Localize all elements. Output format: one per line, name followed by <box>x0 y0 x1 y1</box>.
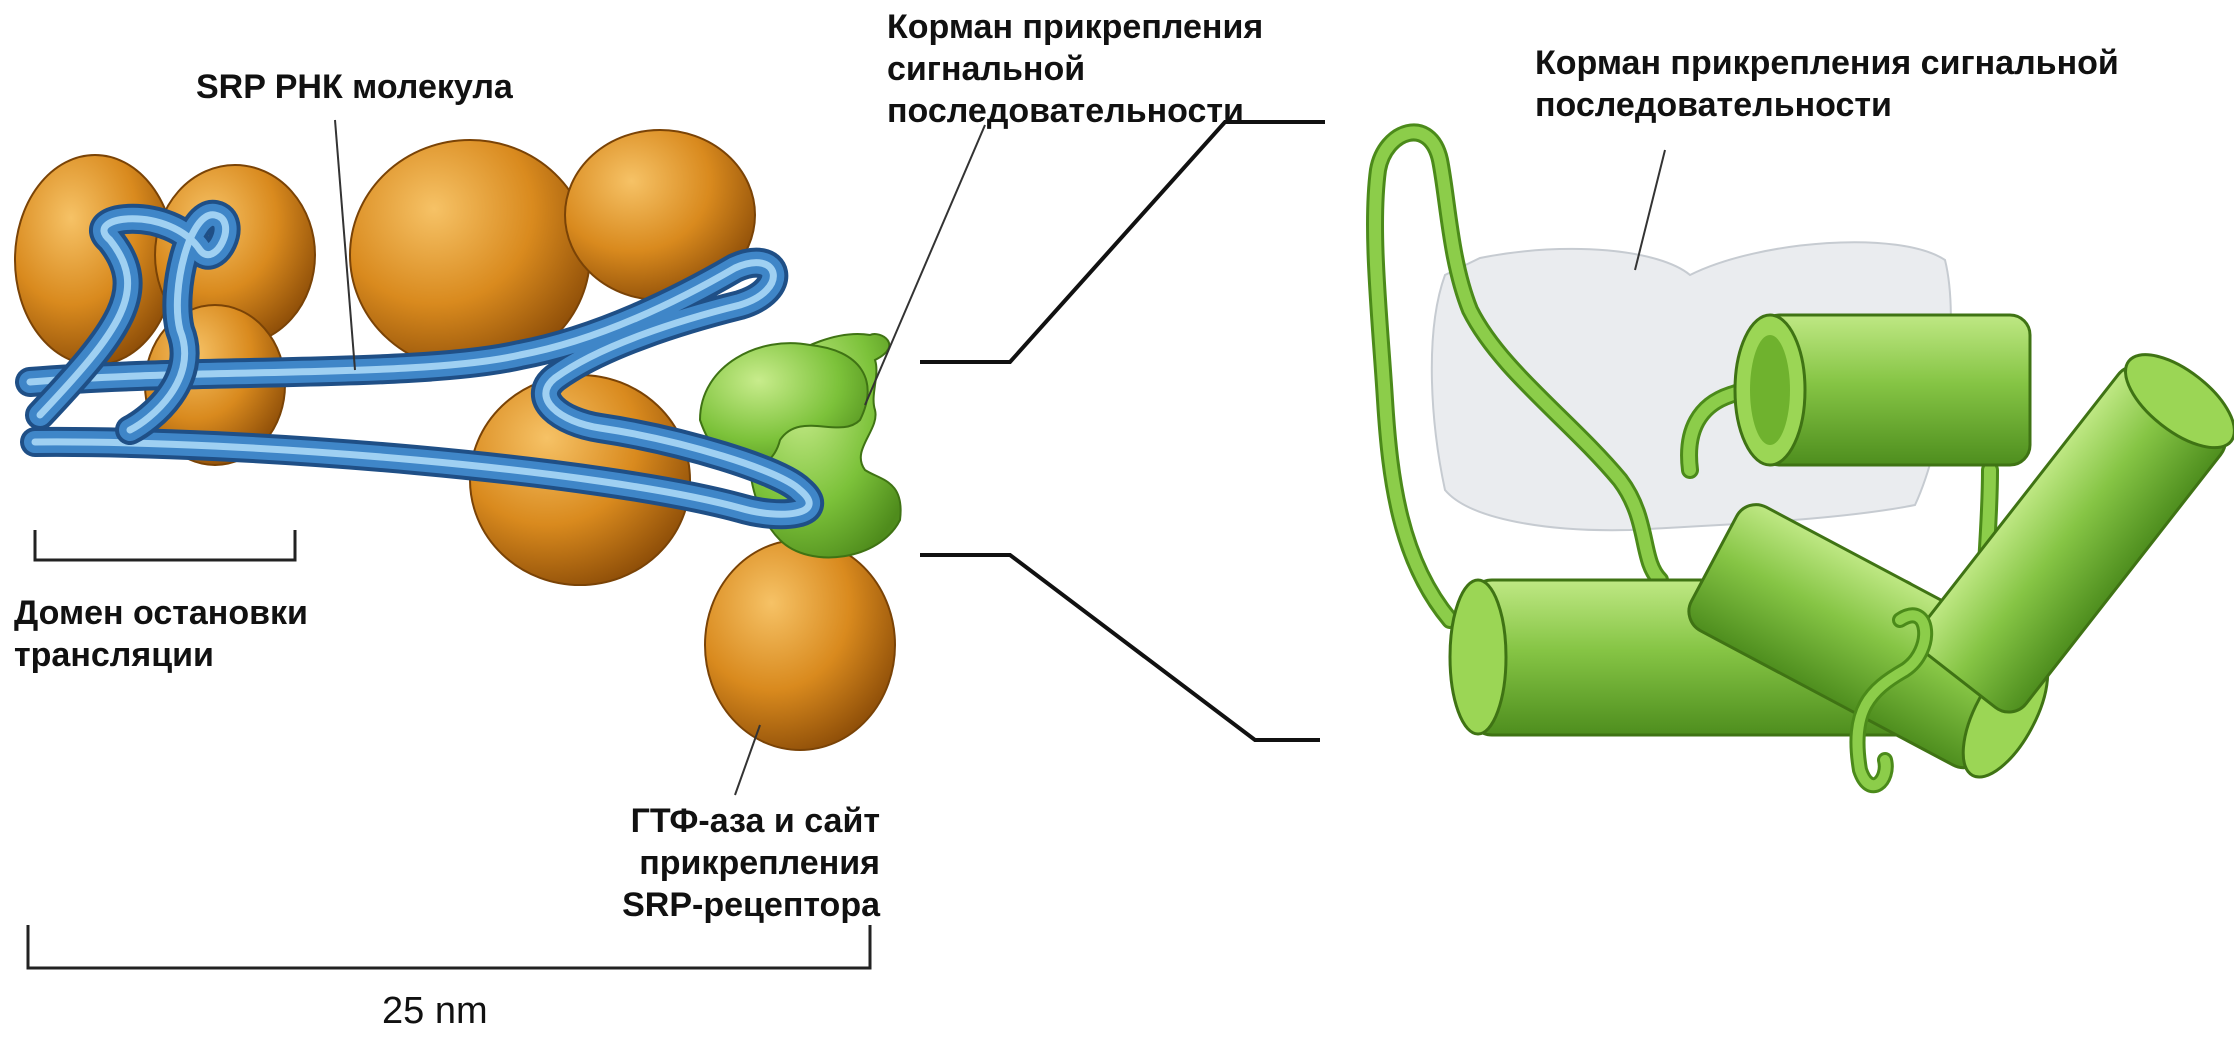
scale-bar <box>28 925 870 968</box>
label-gtpase-receptor-site: ГТФ-аза и сайт прикрепления SRP-рецептор… <box>560 800 880 926</box>
label-stop-translation-domain: Домен остановки трансляции <box>14 592 308 676</box>
stop-domain-bracket <box>35 530 295 560</box>
protein-blob <box>705 540 895 750</box>
leader-gtpase <box>735 725 760 795</box>
signal-pocket-structure <box>1375 132 2234 789</box>
label-srp-rna: SRP РНК молекула <box>196 66 513 108</box>
label-signal-pocket-left: Корман прикрепления сигнальной последова… <box>887 6 1263 132</box>
helix-cylinder <box>1735 315 2030 465</box>
label-signal-pocket-right: Корман прикрепления сигнальной последова… <box>1535 42 2119 126</box>
leader-pocket-right <box>1635 150 1665 270</box>
scale-label: 25 nm <box>382 990 488 1033</box>
zoom-connector <box>920 122 1325 740</box>
